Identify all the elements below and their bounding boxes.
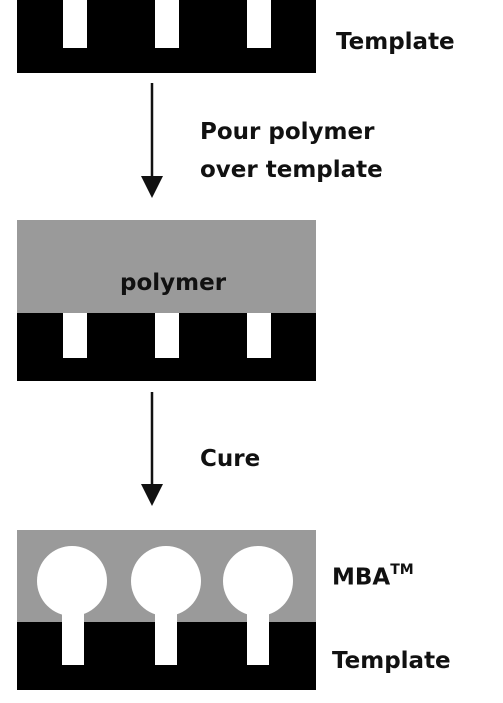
step-pour-line-1: Pour polymer <box>200 119 375 145</box>
arrow-1 <box>141 83 163 198</box>
trademark-superscript: TM <box>390 562 414 578</box>
arrow-2 <box>141 392 163 506</box>
product-name: MBA <box>332 564 391 591</box>
template-block-1 <box>17 0 316 73</box>
template-well <box>247 313 271 358</box>
template-label-bottom: Template <box>332 648 451 674</box>
step-pour-line-2: over template <box>200 157 383 183</box>
template-label-top: Template <box>336 29 455 55</box>
product-label: MBATM <box>332 562 414 591</box>
template-stage-1 <box>17 0 316 73</box>
polymer-label: polymer <box>120 270 227 296</box>
microsphere-cavity <box>37 546 107 665</box>
template-stage-2 <box>17 220 316 381</box>
template-stage-3 <box>17 530 316 690</box>
step-cure-label: Cure <box>200 446 261 472</box>
polymer-layer <box>17 220 316 313</box>
microsphere-cavity <box>223 546 293 665</box>
template-well <box>63 313 87 358</box>
microsphere-cavity <box>131 546 201 665</box>
template-well <box>155 313 179 358</box>
